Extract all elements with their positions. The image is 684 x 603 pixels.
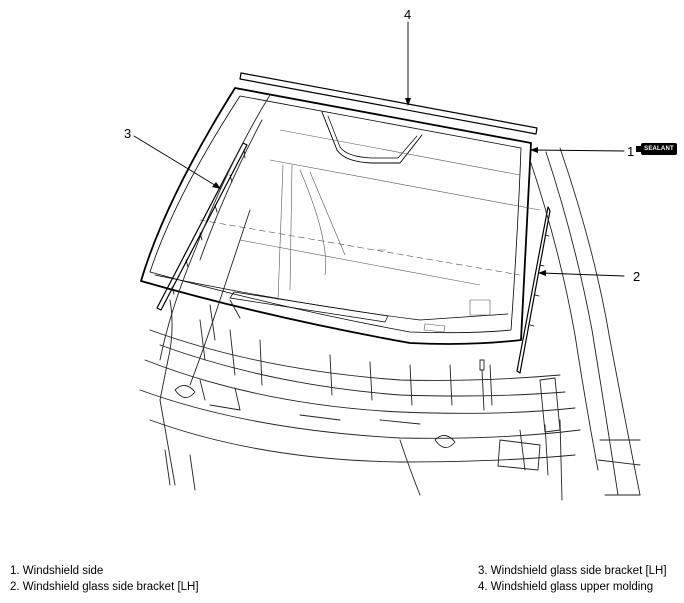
legend-item-3: 3. Windshield glass side bracket [LH] <box>478 565 667 577</box>
callout-1: 1 <box>627 144 635 159</box>
legend-item-1: 1. Windshield side <box>10 565 104 577</box>
windshield-exploded-diagram <box>133 21 641 501</box>
leader-lines <box>133 21 625 277</box>
legend-left-column: 1. Windshield side 2. Windshield glass s… <box>10 563 199 595</box>
side-bracket-2 <box>516 206 551 374</box>
sealant-tube-icon <box>636 146 642 152</box>
side-bracket-3 <box>156 142 248 311</box>
callout-4: 4 <box>404 7 412 22</box>
legend-item-4: 4. Windshield glass upper molding <box>478 581 654 593</box>
callout-2: 2 <box>633 269 641 284</box>
legend-right-column: 3. Windshield glass side bracket [LH] 4.… <box>478 563 667 595</box>
legend-item-2: 2. Windshield glass side bracket [LH] <box>10 581 199 593</box>
vehicle-body-structure <box>139 94 641 501</box>
sealant-badge: SEALANT <box>641 143 677 155</box>
windshield-glass <box>140 87 541 345</box>
upper-molding <box>239 72 538 135</box>
callout-3: 3 <box>124 126 132 141</box>
